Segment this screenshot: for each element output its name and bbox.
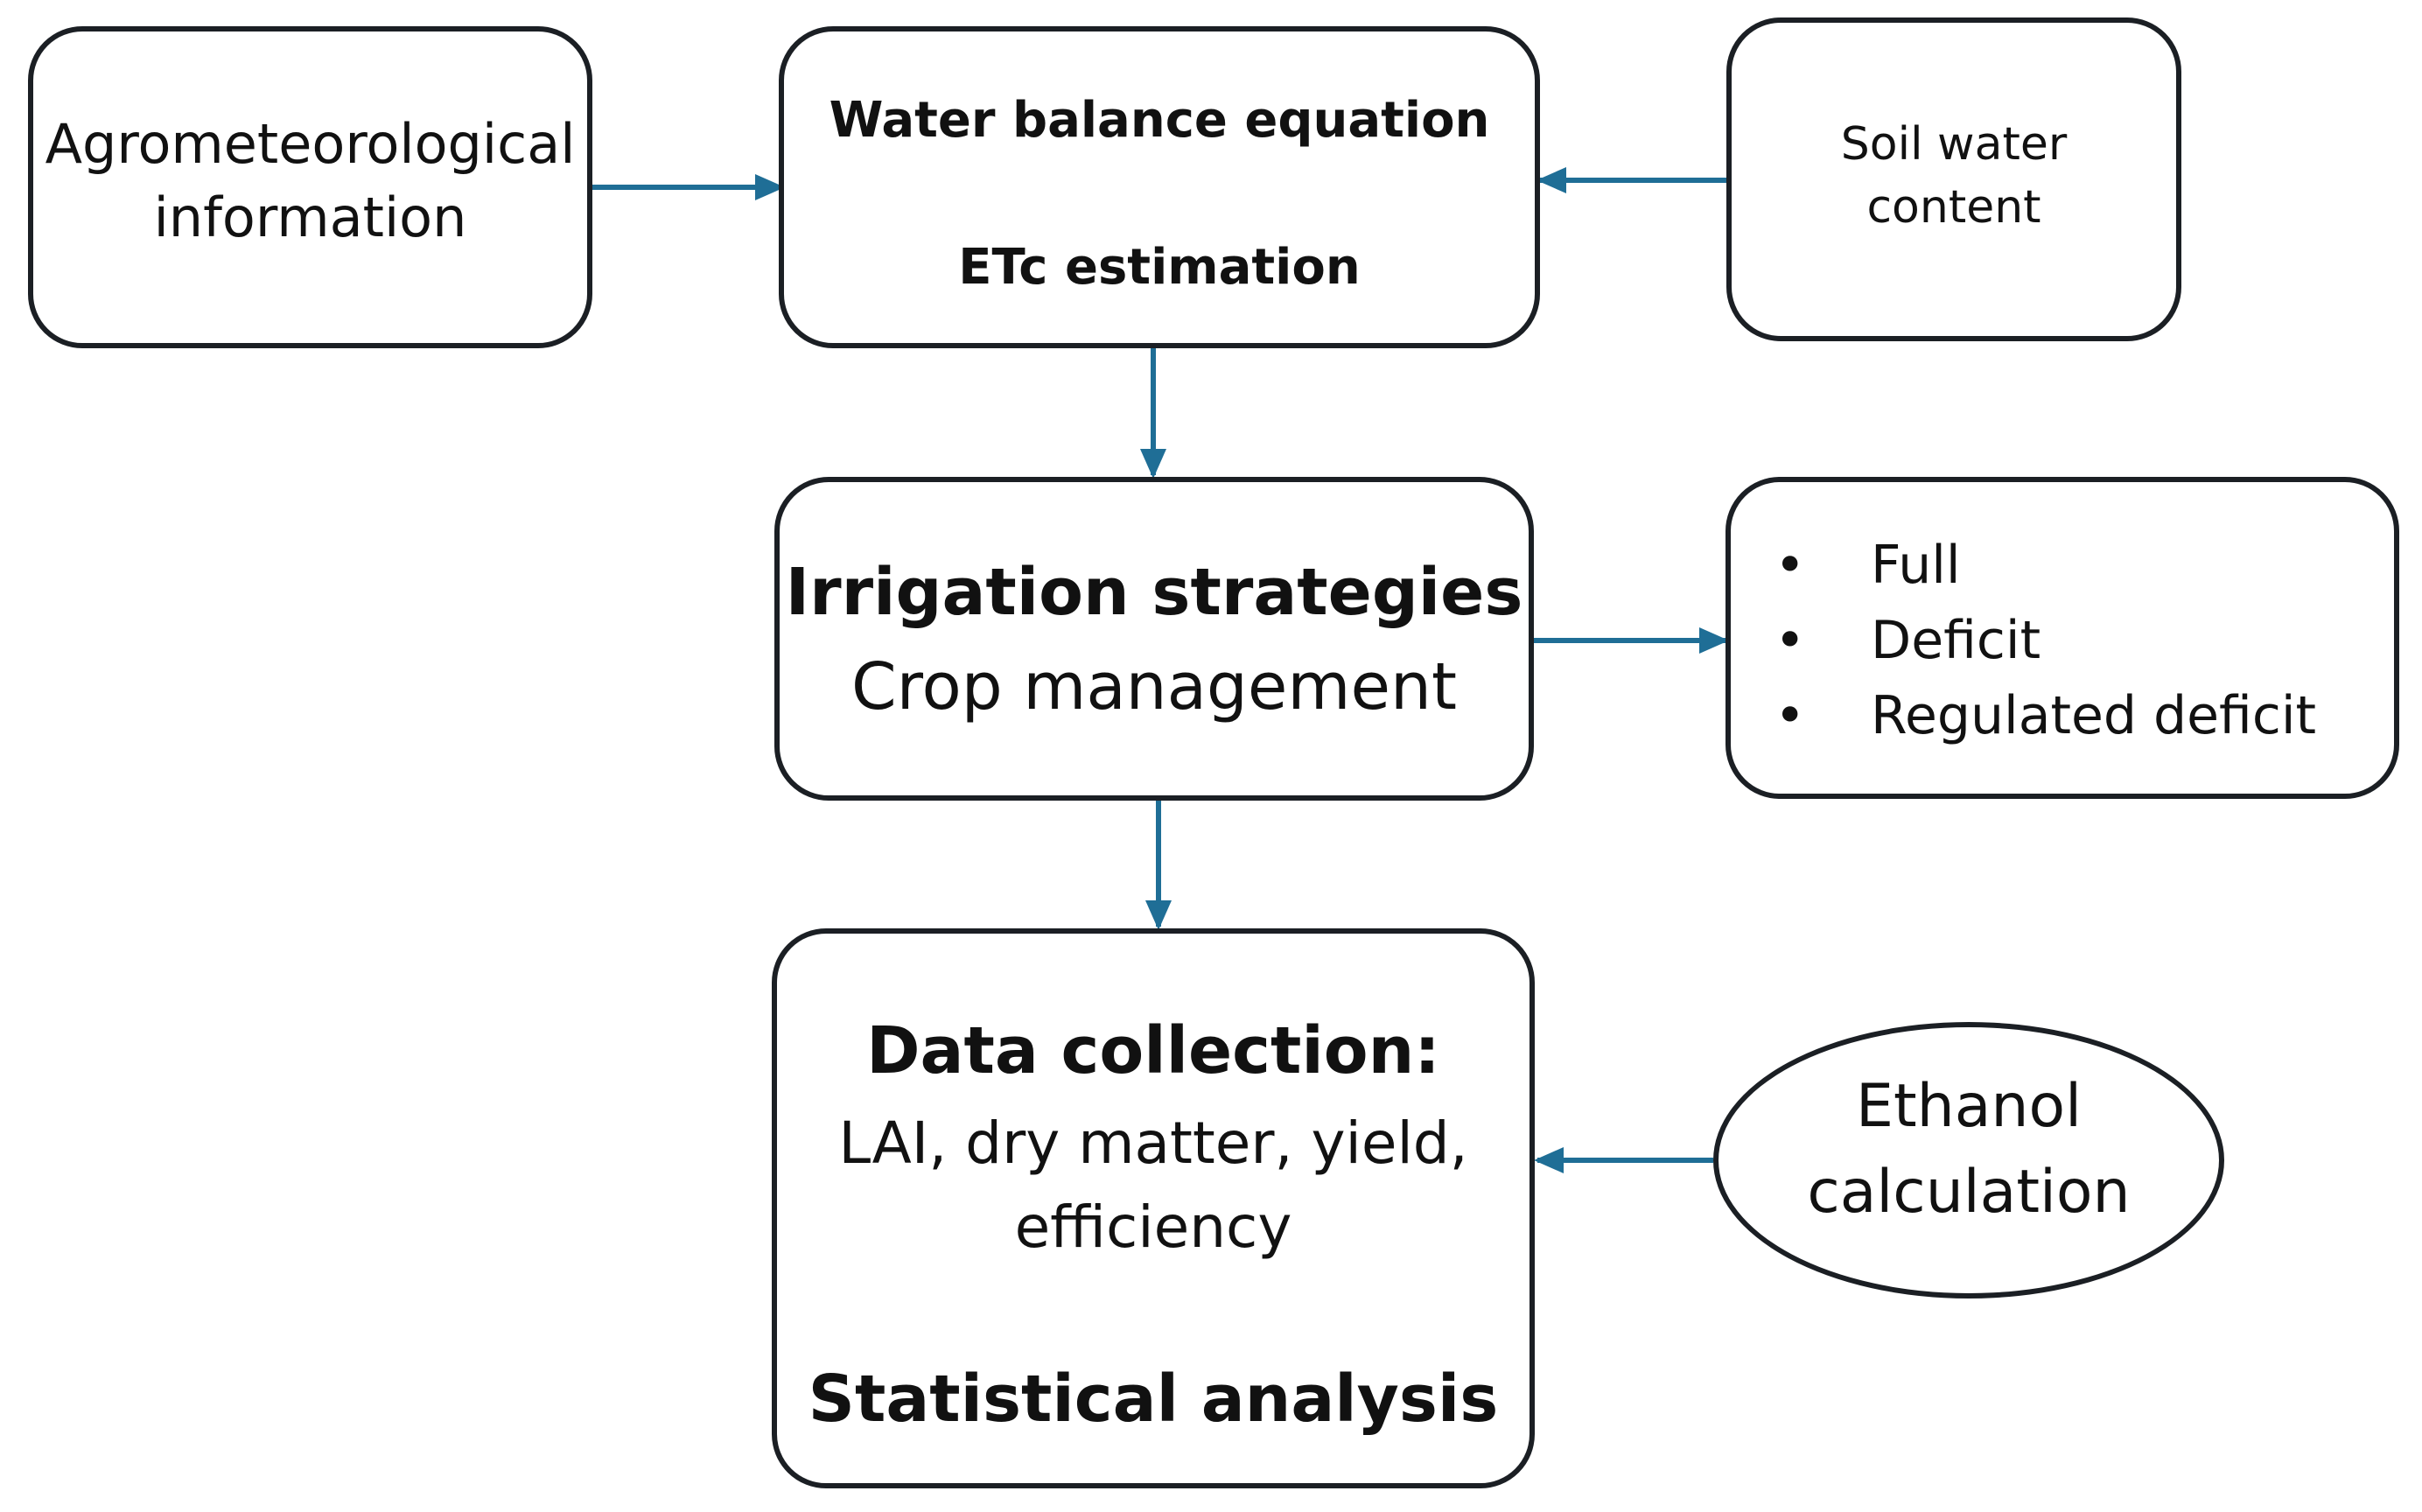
node-soil-water-line-2: content xyxy=(1866,181,2041,234)
node-statistical-analysis: Statistical analysis xyxy=(808,1362,1499,1437)
node-water-balance-title: Water balance equation xyxy=(829,92,1490,149)
node-data-collection-title: Data collection: xyxy=(866,1013,1440,1088)
node-agrometeorological-information: Agrometeorological information xyxy=(28,26,592,348)
node-irrigation-title: Irrigation strategies xyxy=(785,555,1523,630)
bullet-icon: • xyxy=(1774,610,1806,671)
node-soil-water-content: Soil water content xyxy=(1726,18,2181,341)
node-agromet-line-1: Agrometeorological xyxy=(45,112,576,176)
bullet-icon: • xyxy=(1774,535,1806,596)
bullet-icon: • xyxy=(1774,685,1806,746)
node-ethanol-calculation: Ethanol calculation xyxy=(1713,1022,2224,1298)
strategy-label-full: Full xyxy=(1871,535,1961,596)
node-ethanol-line-1: Ethanol xyxy=(1856,1072,2082,1141)
node-ethanol-line-2: calculation xyxy=(1807,1158,2131,1227)
node-irrigation-strategies: Irrigation strategies Crop management xyxy=(774,477,1534,801)
node-data-collection-body-1: LAI, dry matter, yield, xyxy=(838,1110,1468,1177)
node-water-balance-subtitle: ETc estimation xyxy=(958,239,1361,296)
node-data-collection-body-2: efficiency xyxy=(1014,1194,1292,1261)
node-strategy-list: • Full • Deficit • Regulated deficit xyxy=(1726,477,2399,799)
node-data-collection: Data collection: LAI, dry matter, yield,… xyxy=(772,928,1535,1488)
node-water-balance-equation: Water balance equation ETc estimation xyxy=(779,26,1540,348)
node-irrigation-subtitle: Crop management xyxy=(851,649,1457,724)
strategy-label-deficit: Deficit xyxy=(1871,610,2041,671)
strategy-label-regulated-deficit: Regulated deficit xyxy=(1871,685,2317,746)
node-soil-water-line-1: Soil water xyxy=(1840,118,2068,171)
node-agromet-line-2: information xyxy=(153,186,467,249)
